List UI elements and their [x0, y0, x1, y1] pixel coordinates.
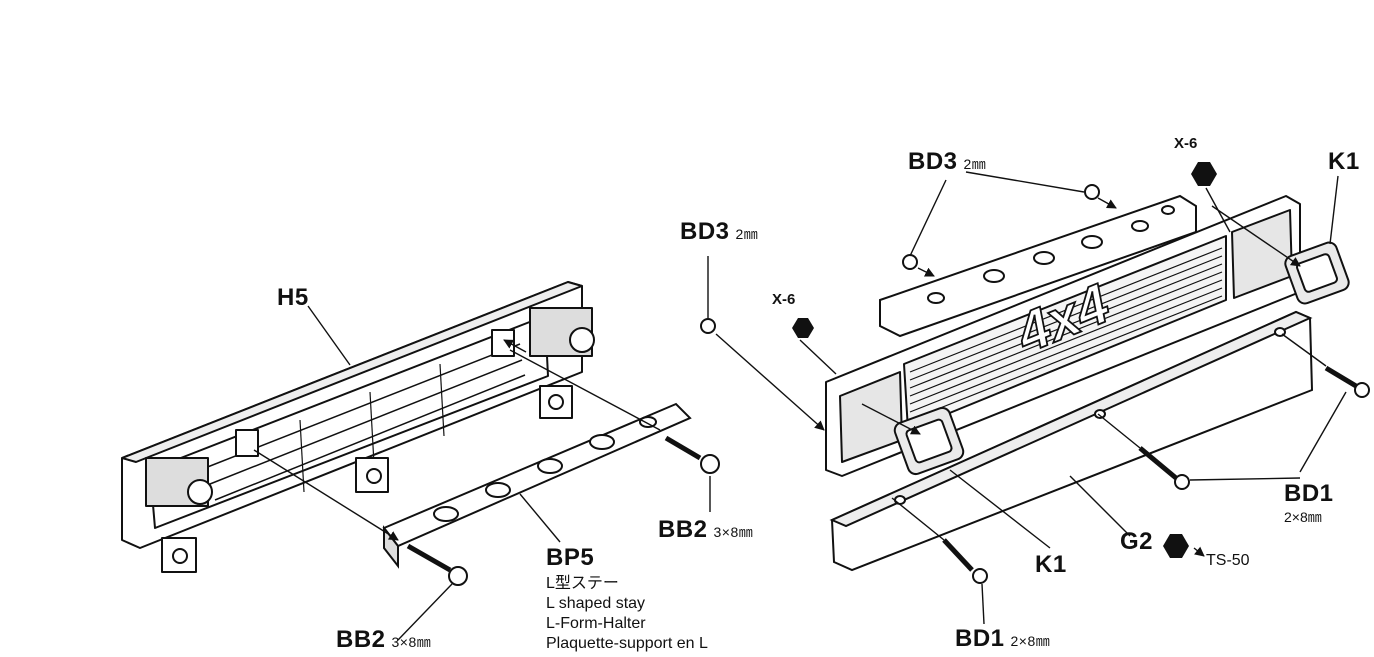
label-bd1-right-size: 2×8㎜ [1284, 509, 1322, 525]
label-bd3-left: BD3 2㎜ [680, 220, 758, 244]
label-bp5-code: BP5 [546, 544, 595, 571]
label-bp5-desc-en: L shaped stay [546, 595, 646, 612]
label-bd1-right: BD1 2×8㎜ [1284, 480, 1334, 525]
label-bd1-right-code: BD1 [1284, 480, 1334, 507]
g2-bumper-panel [829, 310, 1314, 572]
label-k1-top: K1 [1328, 148, 1360, 175]
label-h5: H5 [277, 284, 309, 311]
label-bd3-top: BD3 2㎜ [908, 150, 986, 174]
bd3-nut-top-2 [902, 254, 918, 270]
label-bp5-desc-fr: Plaquette-support en L [546, 635, 708, 652]
label-bd1-bottom: BD1 2×8㎜ [955, 627, 1050, 651]
ts50-cap [1163, 534, 1189, 558]
bb2-screw-right [664, 435, 720, 474]
bd1-screw-mid [1138, 446, 1190, 490]
label-bb2-right-code: BB2 [658, 516, 708, 543]
k1-lamp-front [893, 406, 965, 476]
bd3-nut-left [700, 318, 716, 334]
label-bp5-desc-jp: L型ステー [546, 575, 619, 592]
label-bb2-right-size: 3×8㎜ [713, 524, 754, 540]
label-bd1-bottom-size: 2×8㎜ [1010, 633, 1051, 649]
top-stay-plate [879, 194, 1197, 338]
right-guide-lines [707, 171, 1347, 625]
left-guide-lines [253, 305, 711, 641]
label-bb2-bottom-code: BB2 [336, 626, 386, 653]
label-x6-top: X-6 [1174, 135, 1198, 152]
label-bd1-bottom-code: BD1 [955, 625, 1005, 652]
grille-front [825, 195, 1301, 477]
bd1-screw-right [1324, 365, 1370, 398]
label-ts50: TS-50 [1206, 552, 1250, 569]
label-bd3-top-code: BD3 [908, 148, 958, 175]
label-bp5-desc-de: L-Form-Halter [546, 615, 646, 632]
label-k1-bottom: K1 [1035, 551, 1067, 578]
label-g2: G2 [1120, 528, 1154, 555]
label-bb2-bottom: BB2 3×8㎜ [336, 628, 431, 652]
label-bb2-right: BB2 3×8㎜ [658, 518, 753, 542]
x6-hex-left [792, 318, 814, 338]
bd3-nut-top-1 [1084, 184, 1100, 200]
h5-grille-back [121, 281, 595, 573]
bb2-screw-bottom [406, 543, 468, 586]
label-bd3-left-code: BD3 [680, 218, 730, 245]
label-bp5: BP5 L型ステー L shaped stay L-Form-Halter Pl… [546, 546, 708, 654]
label-bd3-top-size: 2㎜ [963, 156, 987, 172]
x6-hex-top [1191, 162, 1217, 186]
label-bd3-left-size: 2㎜ [735, 226, 759, 242]
label-x6-left: X-6 [772, 291, 796, 308]
k1-lamp-rear [1284, 241, 1350, 305]
bd1-screw-bottom [942, 538, 988, 584]
label-bb2-bottom-size: 3×8㎜ [391, 634, 432, 650]
